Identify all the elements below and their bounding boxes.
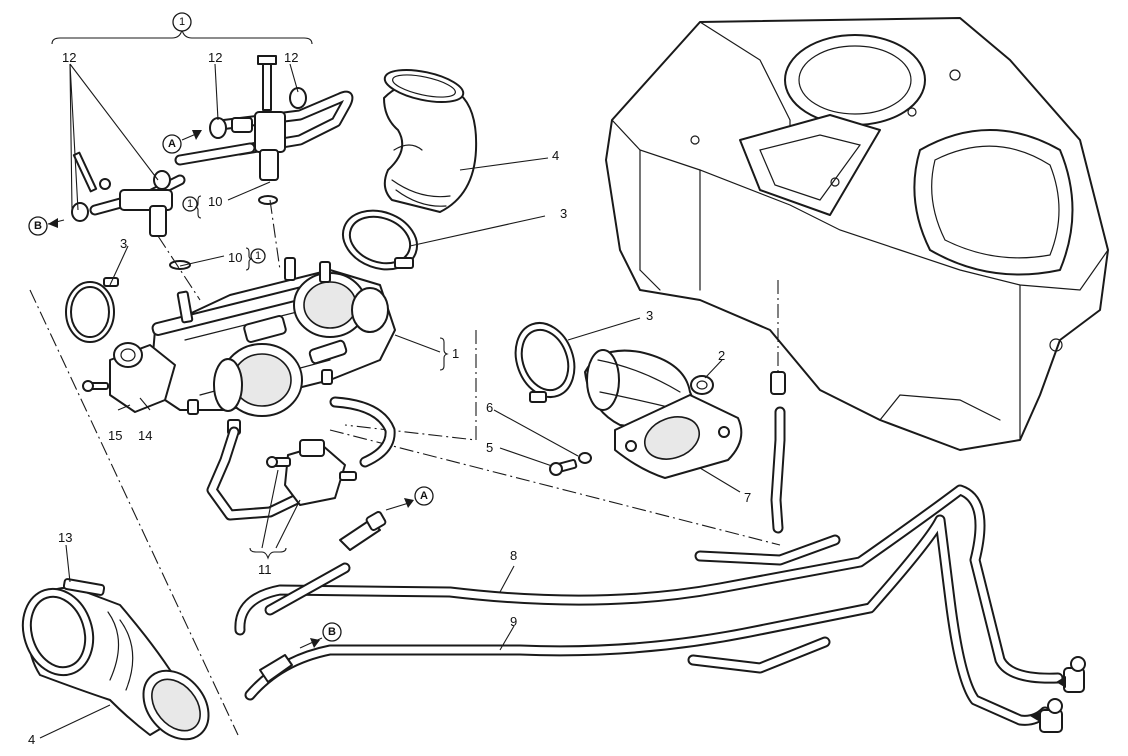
callout-5: 5	[486, 440, 493, 455]
vacuum-cap	[690, 375, 714, 395]
hose-clamp-top	[342, 209, 418, 271]
manifold-screw	[549, 452, 592, 476]
idle-valve-hoses	[206, 396, 396, 560]
callout-12-right: 12	[284, 50, 298, 65]
group-outline-left	[29, 289, 239, 736]
breather-hose-8	[234, 484, 1064, 684]
callout-12-left: 12	[62, 50, 76, 65]
svg-text:B: B	[328, 626, 336, 638]
airbox-drain	[770, 280, 786, 534]
ref-a-bottom: A	[385, 486, 434, 511]
hose-clamp-left	[65, 277, 119, 343]
callout-4-bottom: 4	[28, 732, 35, 747]
callout-13: 13	[58, 530, 72, 545]
bracket-part1	[439, 337, 449, 371]
intake-boot-top	[383, 68, 478, 213]
airbox	[605, 17, 1109, 451]
callout-8: 8	[510, 548, 517, 563]
svg-text:A: A	[420, 490, 428, 502]
svg-text:1: 1	[187, 198, 193, 210]
callout-11: 11	[258, 562, 272, 577]
breather-hose-9	[244, 514, 1051, 726]
hose-end-fittings	[1030, 656, 1086, 733]
group-marker-10b: 1	[245, 247, 266, 271]
callout-12-mid: 12	[208, 50, 222, 65]
callout-labels: 1 2 3 3 3 4 4 5 6 7 8 9 10 10 11 12 12 1…	[28, 50, 751, 747]
svg-text:1: 1	[255, 250, 261, 262]
group-marker-10a: 1	[182, 195, 202, 219]
callout-14: 14	[138, 428, 152, 443]
ref-b-top: B	[28, 216, 65, 236]
fuel-injector-assembly	[51, 29, 354, 301]
callout-3-right: 3	[646, 308, 653, 323]
callout-1: 1	[452, 346, 459, 361]
ref-a-top: A	[162, 130, 202, 154]
vacuum-fitting	[339, 511, 387, 551]
intake-manifold	[584, 349, 743, 479]
intake-boot-bottom	[21, 578, 210, 741]
group-outline-right	[329, 429, 781, 546]
ref-b-bottom: B	[299, 622, 342, 649]
callout-3-top: 3	[560, 206, 567, 221]
callout-15: 15	[108, 428, 122, 443]
callout-7: 7	[744, 490, 751, 505]
callout-10-lower: 10	[228, 250, 242, 265]
svg-text:A: A	[168, 138, 176, 150]
throttle-body	[82, 257, 396, 435]
callout-3-left: 3	[120, 236, 127, 251]
callout-2: 2	[718, 348, 725, 363]
svg-text:1: 1	[179, 16, 185, 28]
hose-clamp-right	[514, 322, 576, 403]
callout-9: 9	[510, 614, 517, 629]
leader-lines	[39, 63, 741, 739]
group-marker-top: 1	[172, 12, 192, 32]
callout-4-top: 4	[552, 148, 559, 163]
svg-text:B: B	[34, 220, 42, 232]
callout-6: 6	[486, 400, 493, 415]
callout-10-upper: 10	[208, 194, 222, 209]
